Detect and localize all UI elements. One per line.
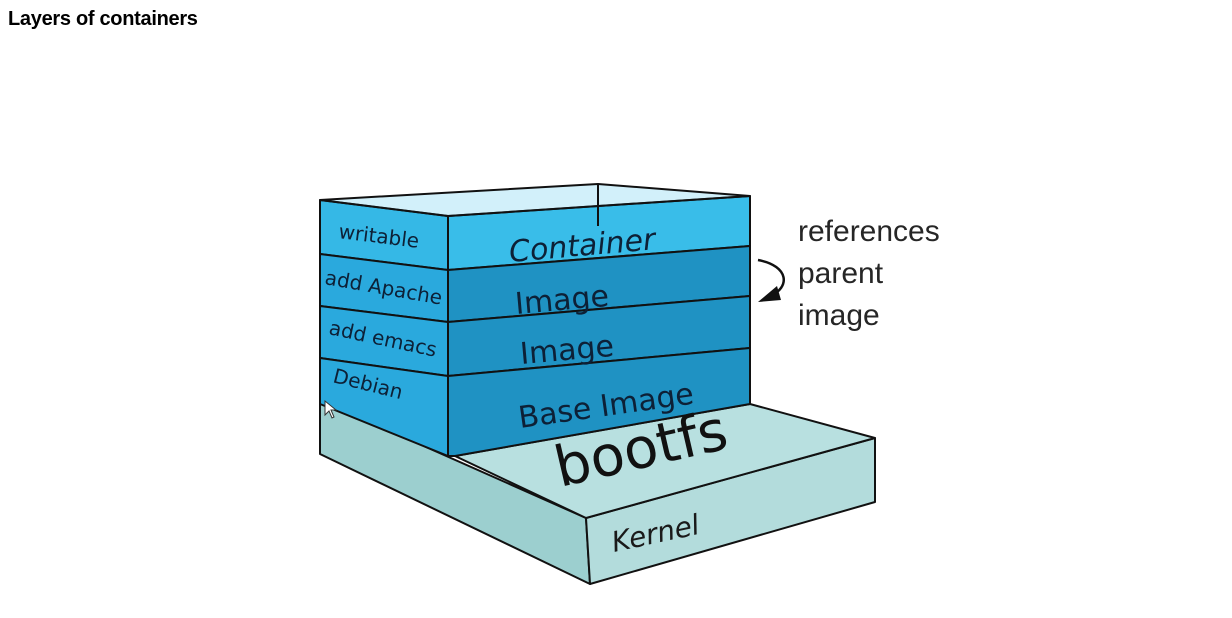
front-layer-base-image [447,347,751,457]
stack-front-face [447,195,751,457]
mouse-cursor-icon [324,399,338,419]
stack-top [319,183,751,226]
curved-arrow-icon [757,258,785,298]
annotation-line-parent: parent [798,257,884,290]
base-platform [319,399,876,585]
arrowhead-icon [758,286,781,302]
container-top-opening [319,183,751,217]
front-label-image-1: Image [514,279,611,322]
annotation-line-image: image [798,299,880,332]
front-label-image-2: Image [519,329,616,372]
slide-title: Layers of containers [8,8,198,30]
references-annotation: references parent image [757,215,940,332]
annotation-line-references: references [798,215,940,248]
